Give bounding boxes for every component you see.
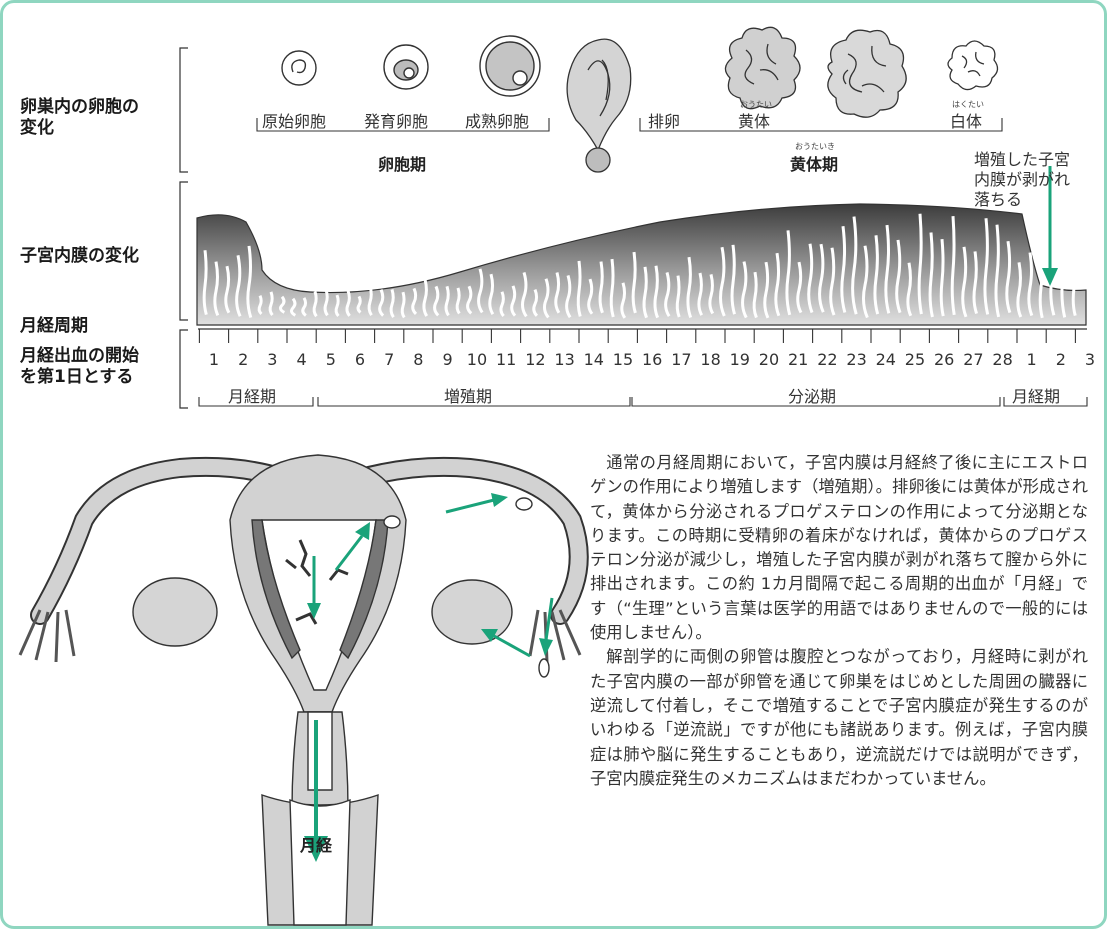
day-number: 9 bbox=[438, 350, 458, 369]
day-number: 8 bbox=[408, 350, 428, 369]
day-number: 10 bbox=[467, 350, 487, 369]
paragraph-1: 通常の月経周期において，子宮内膜は月経終了後に主にエストロゲンの作用により増殖し… bbox=[590, 451, 1088, 645]
endometrial-gland bbox=[402, 292, 404, 317]
label-corpus-albicans: 白体 bbox=[950, 108, 982, 132]
label-secretory-phase: 分泌期 bbox=[788, 383, 836, 407]
endometrial-gland bbox=[677, 276, 679, 317]
ruby-corpus-luteum: おうたい bbox=[740, 99, 772, 110]
day-number: 16 bbox=[642, 350, 662, 369]
day-number: 2 bbox=[233, 350, 253, 369]
bracket-ovary bbox=[180, 48, 188, 172]
endometrial-gland bbox=[578, 261, 580, 316]
bracket-endometrium bbox=[180, 182, 188, 320]
endometrial-gland bbox=[611, 259, 613, 317]
day-number: 11 bbox=[496, 350, 516, 369]
endometrial-gland bbox=[204, 250, 206, 314]
label-growing-follicle: 発育卵胞 bbox=[364, 108, 428, 132]
label-primordial-follicle: 原始卵胞 bbox=[262, 108, 326, 132]
corpus-luteum-large-icon bbox=[828, 30, 906, 117]
ruby-luteal-phase: おうたいき bbox=[795, 141, 835, 152]
mature-follicle-icon bbox=[480, 36, 540, 96]
day-number: 18 bbox=[700, 350, 720, 369]
corpus-luteum-icon bbox=[725, 27, 800, 108]
day-number: 23 bbox=[846, 350, 866, 369]
endometrial-gland bbox=[941, 239, 943, 316]
day-number: 5 bbox=[321, 350, 341, 369]
label-menses: 月経 bbox=[300, 832, 332, 856]
day-number: 26 bbox=[934, 350, 954, 369]
label-mature-follicle: 成熟卵胞 bbox=[465, 108, 529, 132]
endometrial-gland bbox=[1073, 254, 1075, 316]
explanation-text: 通常の月経周期において，子宮内膜は月経終了後に主にエストロゲンの作用により増殖し… bbox=[590, 451, 1088, 791]
day-number: 13 bbox=[554, 350, 574, 369]
corpus-albicans-icon bbox=[948, 41, 998, 90]
bracket-cycle bbox=[180, 330, 188, 408]
day-number: 14 bbox=[584, 350, 604, 369]
day-number: 1 bbox=[1022, 350, 1042, 369]
label-menses-phase-2: 月経期 bbox=[1012, 383, 1060, 407]
day-number: 4 bbox=[292, 350, 312, 369]
day-number: 3 bbox=[262, 350, 282, 369]
day-number: 3 bbox=[1080, 350, 1100, 369]
day-number: 19 bbox=[730, 350, 750, 369]
day-number: 7 bbox=[379, 350, 399, 369]
endometrial-gland bbox=[314, 291, 316, 316]
day-number: 1 bbox=[204, 350, 224, 369]
day-number: 21 bbox=[788, 350, 808, 369]
day-number: 17 bbox=[671, 350, 691, 369]
label-ovulation: 排卵 bbox=[648, 108, 680, 132]
endometrial-gland bbox=[259, 296, 261, 314]
growing-follicle-icon bbox=[384, 45, 428, 89]
day-number: 15 bbox=[613, 350, 633, 369]
label-menses-phase-1: 月経期 bbox=[228, 383, 276, 407]
day-ticks bbox=[199, 329, 1075, 343]
primordial-follicle-icon bbox=[282, 51, 316, 85]
endometrial-gland bbox=[336, 295, 338, 316]
endometrial-gland bbox=[457, 288, 459, 314]
day-number: 24 bbox=[876, 350, 896, 369]
label-luteal-phase: 黄体期 bbox=[790, 151, 838, 175]
label-follicular-phase: 卵胞期 bbox=[378, 151, 426, 175]
endometrial-gland bbox=[1040, 251, 1042, 318]
endometrial-gland bbox=[270, 292, 272, 315]
label-proliferative-phase: 増殖期 bbox=[444, 383, 492, 407]
label-shedding-note: 増殖した子宮 内膜が剥がれ 落ちる bbox=[974, 150, 1070, 210]
day-number: 28 bbox=[992, 350, 1012, 369]
day-number: 27 bbox=[963, 350, 983, 369]
day-number: 20 bbox=[759, 350, 779, 369]
endometrial-gland bbox=[358, 296, 360, 312]
endometrial-gland bbox=[952, 216, 954, 315]
ruby-corpus-albicans: はくたい bbox=[952, 99, 984, 110]
day-number: 6 bbox=[350, 350, 370, 369]
ovulation-icon bbox=[567, 39, 631, 172]
day-number: 25 bbox=[905, 350, 925, 369]
day-number: 2 bbox=[1051, 350, 1071, 369]
day-number: 12 bbox=[525, 350, 545, 369]
luteal-stage-bracket bbox=[640, 118, 1002, 131]
day-number: 22 bbox=[817, 350, 837, 369]
label-corpus-luteum: 黄体 bbox=[738, 108, 770, 132]
paragraph-2: 解剖学的に両側の卵管は腹腔とつながっており，月経時に剥がれた子宮内膜の一部が卵管… bbox=[590, 645, 1088, 791]
